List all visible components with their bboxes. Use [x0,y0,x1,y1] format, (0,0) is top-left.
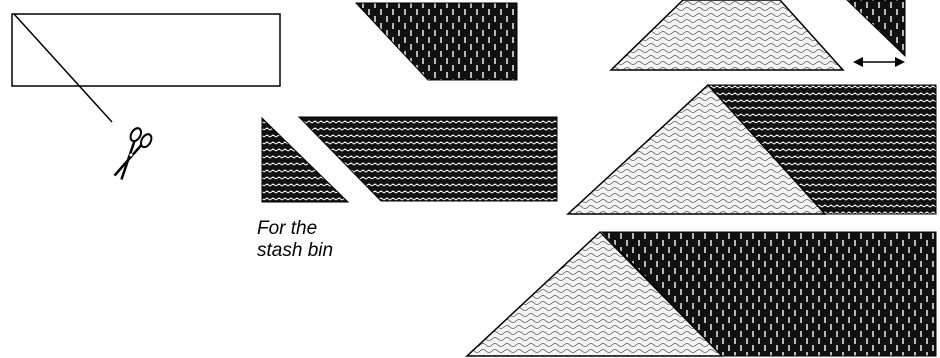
scissors-icon [109,126,154,182]
double-arrow-icon [853,57,905,67]
caption-line-2: stash bin [257,240,397,262]
dark-trapezoid-top [356,3,517,80]
light-triangle-top [611,0,843,70]
stash-bin-caption: For the stash bin [257,218,397,262]
caption-line-1: For the [257,218,397,240]
dark-parallelogram [299,117,557,201]
dark-sliver-top [847,0,905,56]
uncut-strip [12,14,280,122]
